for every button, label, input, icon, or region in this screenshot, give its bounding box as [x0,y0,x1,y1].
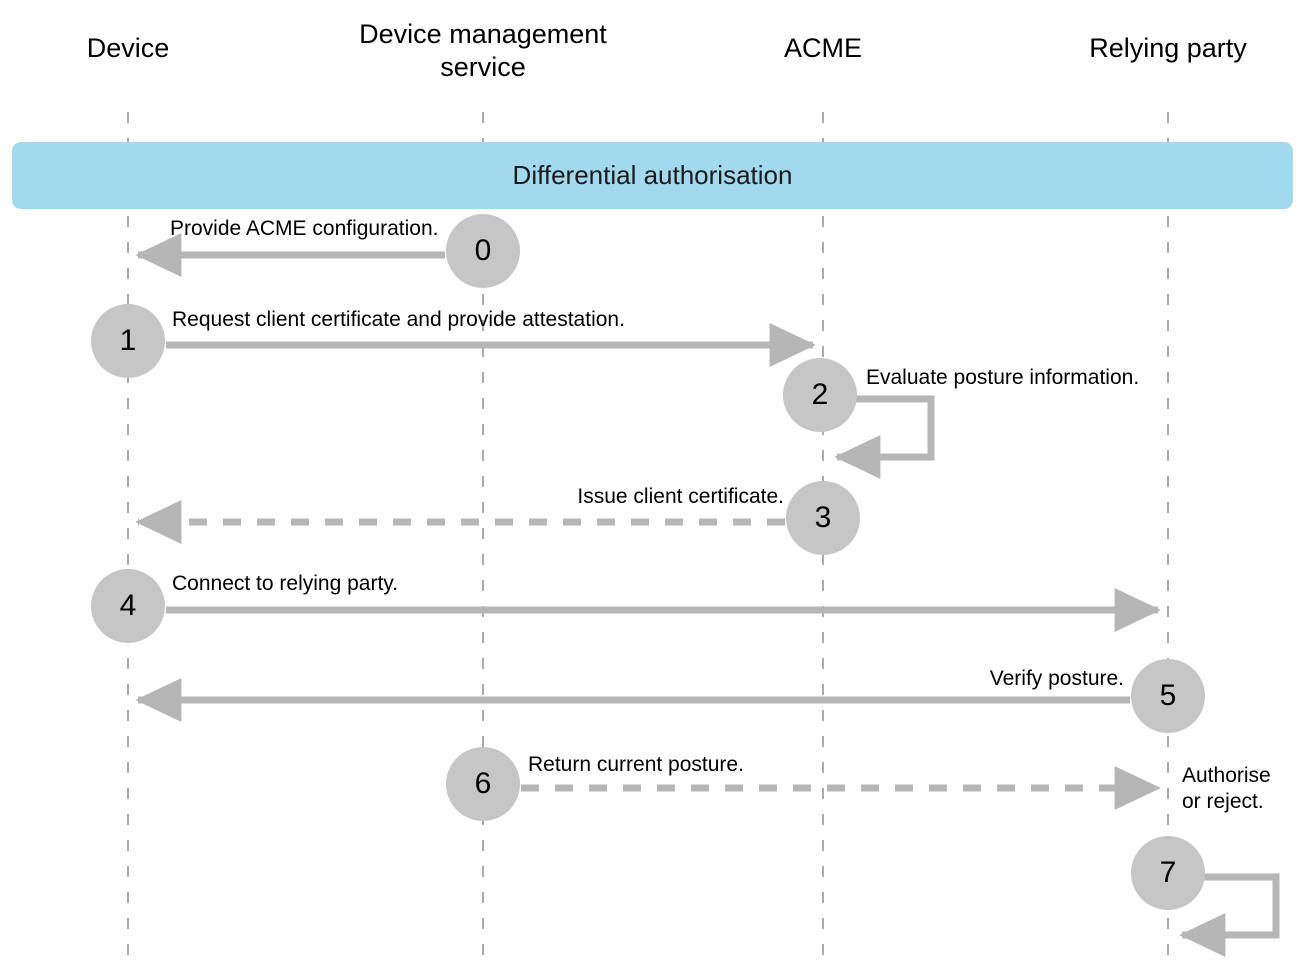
lane-header-rp: Relying party [1089,33,1247,63]
lane-header-acme: ACME [783,33,862,63]
lane-header-device: Device [86,33,170,63]
message-label-6: Return current posture. [528,753,744,776]
lane-header-dms: Device management service [359,19,607,82]
message-label-5: Verify posture. [989,667,1124,690]
step-badge-7: 7 [1131,836,1205,910]
message-label-1: Request client certificate and provide a… [172,308,625,331]
note-authorise-or-reject: Authorise or reject. [1182,764,1271,813]
step-badge-2: 2 [783,358,857,432]
step-badge-5: 5 [1131,659,1205,733]
message-label-2: Evaluate posture information. [866,366,1140,389]
step-badge-1: 1 [91,304,165,378]
step-badge-4: 4 [91,569,165,643]
step-badge-6: 6 [446,747,520,821]
message-label-0: Provide ACME configuration. [170,217,439,240]
message-label-3: Issue client certificate. [577,485,784,508]
message-label-4: Connect to relying party. [172,572,399,595]
phase-banner: Differential authorisation [12,142,1293,209]
step-badge-3: 3 [786,481,860,555]
step-badge-0: 0 [446,214,520,288]
phase-banner-label: Differential authorisation [512,160,793,190]
